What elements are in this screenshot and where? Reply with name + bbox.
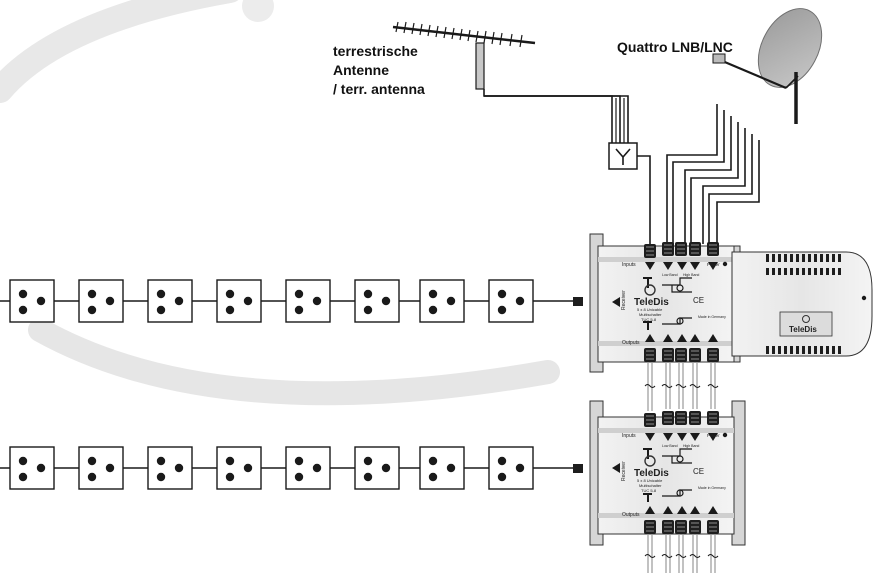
socket-outlet-icon (78, 446, 124, 490)
power-label-1: Power (707, 262, 720, 267)
loop-through-cables (647, 362, 716, 573)
multiswitch-2: Inputs Outputs Power Low Band High Band … (589, 400, 746, 546)
socket-outlet-icon (419, 446, 465, 490)
power-supply: TeleDis (731, 251, 873, 357)
ce-mark-2: CE (693, 467, 704, 476)
high-band-label-2: High Band (683, 444, 699, 448)
terrestrial-label-line3: / terr. antenna (333, 81, 425, 97)
low-band-label-2: Low Band (662, 444, 678, 448)
vent-top (766, 254, 841, 354)
ce-mark-1: CE (693, 296, 704, 305)
socket-outlet-icon (216, 446, 262, 490)
model-line1-1: 5 x 8 Unicable (637, 307, 663, 312)
low-band-label-1: Low Band (662, 273, 678, 277)
splitter-icon (608, 142, 651, 244)
receiver-label-1: Receiver (621, 290, 627, 310)
brand-label-2: TeleDis (634, 468, 669, 479)
brand-label-1: TeleDis (634, 297, 669, 308)
lnb-label: Quattro LNB/LNC (617, 39, 733, 55)
model-line2-2: Multischalter (639, 483, 662, 488)
model-line3-1: TUC 5-8 (641, 317, 657, 322)
made-in-label-2: Made in Germany (698, 486, 726, 490)
lnb-cables (666, 104, 760, 244)
socket-outlet-icon (354, 279, 400, 323)
outlet-row-1 (0, 279, 583, 323)
socket-outlet-icon (147, 446, 193, 490)
socket-outlet-icon (285, 446, 331, 490)
watermark (0, 0, 560, 406)
model-line3-2: TUC 5-8 (641, 488, 657, 493)
socket-outlet-icon (9, 279, 55, 323)
socket-outlet-icon (285, 279, 331, 323)
socket-outlet-icon (354, 446, 400, 490)
outlet-row-2 (0, 446, 583, 490)
socket-outlet-icon (78, 279, 124, 323)
satellite-dish-icon (712, 8, 823, 124)
psu-brand-label: TeleDis (789, 325, 817, 334)
multiswitch-1: Inputs Outputs Power Low Band High Band … (589, 233, 741, 373)
socket-outlet-icon (488, 279, 534, 323)
yagi-antenna-icon (392, 21, 536, 90)
high-band-label-1: High Band (683, 273, 699, 277)
terrestrial-cable (483, 89, 629, 143)
inputs-label-1: Inputs (622, 262, 636, 268)
outputs-label-2: Outputs (622, 512, 640, 518)
terminator-marks (644, 384, 719, 558)
socket-outlet-icon (419, 279, 465, 323)
terrestrial-label-line1: terrestrische (333, 43, 418, 59)
socket-outlet-icon (147, 279, 193, 323)
model-line1-2: 5 x 8 Unicable (637, 478, 663, 483)
outputs-label-1: Outputs (622, 340, 640, 346)
made-in-label-1: Made in Germany (698, 315, 726, 319)
model-line2-1: Multischalter (639, 312, 662, 317)
receiver-label-2: Receiver (621, 461, 627, 481)
socket-outlet-icon (216, 279, 262, 323)
terrestrial-label-line2: Antenne (333, 62, 389, 78)
power-label-2: Power (707, 433, 720, 438)
socket-outlet-icon (9, 446, 55, 490)
socket-outlet-icon (488, 446, 534, 490)
inputs-label-2: Inputs (622, 433, 636, 439)
